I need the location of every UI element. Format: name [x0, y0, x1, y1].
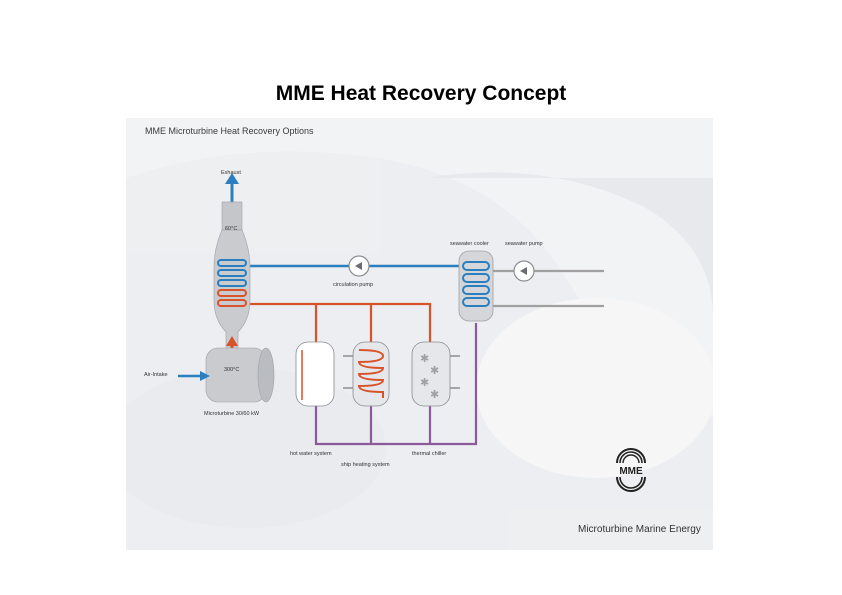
return-line — [314, 323, 478, 446]
hot-water-tank-icon — [295, 341, 335, 407]
thermal-chiller-tank-icon: ✱ ✱ ✱ ✱ — [411, 341, 460, 407]
label-hot-water-system: hot water system — [290, 451, 332, 457]
heat-exchanger-column — [213, 201, 251, 355]
svg-text:✱: ✱ — [420, 352, 429, 365]
diagram-panel: ✱ ✱ ✱ ✱ MME MME Microturbine Heat Recove… — [126, 118, 713, 550]
ship-heating-tank-icon — [343, 341, 390, 407]
brand-tagline: Microturbine Marine Energy — [578, 524, 701, 535]
seawater-lines — [491, 269, 604, 308]
air-intake-arrow-icon — [178, 371, 210, 381]
label-circulation-pump: circulation pump — [333, 282, 374, 288]
hot-water-line — [242, 302, 432, 342]
label-temp-300: 300°C — [224, 367, 240, 373]
label-temp-60: 60°C — [225, 226, 238, 232]
label-seawater-pump: seawater pump — [505, 241, 543, 247]
microturbine-body — [205, 347, 275, 403]
circulation-pump-icon — [348, 255, 370, 277]
mme-logo-icon: MME — [616, 448, 646, 492]
svg-text:MME: MME — [619, 466, 643, 477]
label-air-intake: Air-Intake — [144, 372, 168, 378]
svg-text:✱: ✱ — [430, 388, 439, 401]
label-ship-heating-system: ship heating system — [341, 462, 390, 468]
diagram-canvas: ✱ ✱ ✱ ✱ MME — [126, 151, 713, 550]
slide-title: MME Heat Recovery Concept — [275, 82, 567, 105]
svg-text:✱: ✱ — [420, 376, 429, 389]
seawater-cooler-icon — [458, 250, 494, 322]
diagram-subtitle: MME Microturbine Heat Recovery Options — [145, 126, 314, 136]
label-microturbine: Microturbine 30/60 kW — [204, 411, 260, 417]
label-thermal-chiller: thermal chiller — [412, 451, 447, 457]
svg-text:✱: ✱ — [430, 364, 439, 377]
label-seawater-cooler: seawater cooler — [450, 241, 489, 247]
label-exhaust: Exhaust — [221, 170, 241, 176]
seawater-pump-icon — [513, 260, 535, 282]
